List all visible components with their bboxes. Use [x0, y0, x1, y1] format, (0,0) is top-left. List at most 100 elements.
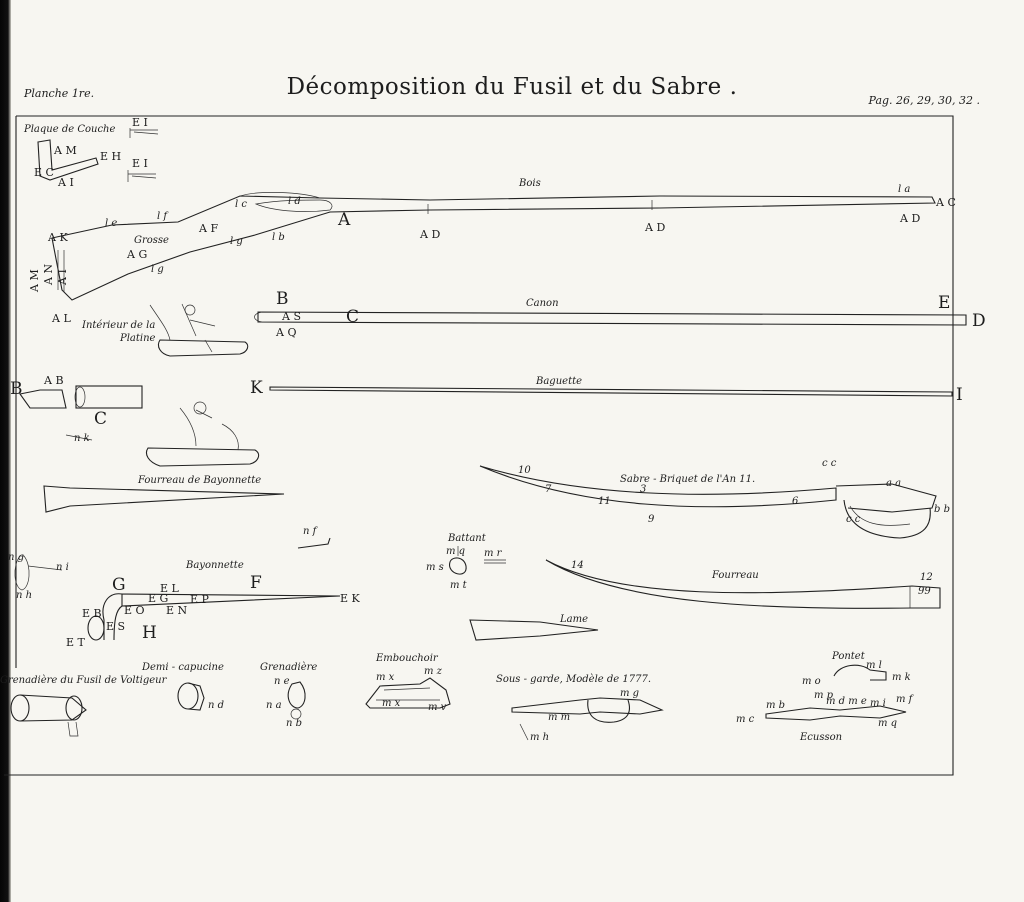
label-nh: n h: [16, 590, 32, 601]
label-al: A L: [51, 312, 71, 325]
caption-lame: Lame: [559, 614, 588, 625]
label-k: K: [250, 378, 263, 398]
label-n12: 12: [920, 572, 933, 583]
label-es: E S: [106, 620, 125, 633]
label-f: F: [250, 573, 262, 593]
label-ml: m l: [866, 660, 882, 671]
label-mg: m g: [620, 688, 639, 699]
label-c-2: C: [94, 409, 107, 429]
label-mdme: m d m e: [826, 696, 867, 707]
sling-swivel-drawing: [449, 546, 506, 575]
label-ep: E P: [190, 593, 210, 606]
caption-baionnette: Bayonnette: [185, 560, 244, 571]
label-ai: A I: [57, 176, 74, 189]
label-ld: l d: [288, 196, 301, 207]
caption-canon: Canon: [526, 298, 559, 309]
label-mc: m c: [736, 714, 755, 725]
label-mv: m v: [428, 702, 447, 713]
plate-title: Décomposition du Fusil et du Sabre .: [286, 74, 738, 100]
label-lg: l g: [230, 236, 243, 247]
label-mq: m q: [446, 546, 465, 557]
label-lg-2: l g: [151, 264, 164, 275]
label-n3: 3: [640, 484, 646, 495]
label-n14: 14: [571, 560, 584, 571]
label-mh: m h: [530, 732, 549, 743]
label-am: A M: [53, 144, 77, 157]
label-e: E: [938, 293, 950, 313]
label-n10: 10: [518, 465, 531, 476]
label-mt: m t: [450, 580, 468, 591]
label-eh: E H: [100, 150, 121, 163]
sabre-scabbard-drawing: [545, 559, 941, 609]
label-i: I: [956, 385, 963, 405]
label-lb: l b: [272, 232, 285, 243]
label-ni: n i: [56, 562, 69, 573]
musket-stock-drawing: [51, 192, 936, 301]
label-ad-1: A D: [419, 228, 440, 241]
label-ng: n g: [8, 552, 24, 563]
caption-platine: Platine: [119, 333, 156, 344]
pontet-escutcheon-drawing: [765, 664, 907, 721]
book-spine-edge: [0, 0, 11, 902]
bayonet-drawing: [14, 555, 341, 641]
label-mx: m x: [376, 672, 395, 683]
label-ms: m s: [426, 562, 444, 573]
bayonet-scabbard-drawing: [43, 485, 285, 513]
label-na: n a: [266, 700, 282, 711]
ramrod-drawing: [269, 386, 953, 397]
caption-bois: Bois: [518, 178, 541, 189]
label-ad-2: A D: [644, 221, 665, 234]
label-mb: m b: [766, 700, 785, 711]
label-n6: 6: [792, 496, 799, 507]
label-aa: a a: [886, 478, 901, 489]
label-cc-2: c c: [846, 514, 861, 525]
label-mp: m p: [814, 690, 834, 701]
label-mo: m o: [802, 676, 821, 687]
label-bb: b b: [934, 504, 950, 515]
label-aq: A Q: [275, 326, 296, 339]
caption-plaque-de-couche: Plaque de Couche: [23, 124, 115, 135]
plate-frame: [4, 115, 954, 776]
barrel-drawing: [254, 311, 967, 326]
caption-grenadiere: Grenadière: [260, 662, 317, 673]
label-mz: m z: [424, 666, 443, 677]
caption-sous-garde: Sous - garde, Modèle de 1777.: [496, 674, 651, 685]
label-n7: 7: [545, 484, 552, 495]
label-n11: 11: [598, 496, 611, 507]
label-mi: m i: [870, 698, 886, 709]
label-mk: m k: [892, 672, 911, 683]
label-ec: E C: [34, 166, 54, 179]
label-nk: n k: [74, 433, 90, 444]
caption-grenadiere-voltigeur: Grenadière du Fusil de Voltigeur: [0, 675, 168, 686]
label-en: E N: [166, 604, 188, 617]
label-ac: A C: [935, 196, 956, 209]
caption-interieur-platine: Intérieur de la: [81, 320, 155, 331]
label-an: A N: [42, 264, 55, 286]
grenadiere-drawing: [287, 681, 306, 720]
lock-interior-drawing: [149, 303, 249, 357]
caption-sabre-briquet: Sabre - Briquet de l'An 11.: [620, 474, 755, 485]
label-la: l a: [898, 184, 910, 195]
label-n99: 99: [918, 586, 931, 597]
label-ek: E K: [340, 592, 361, 605]
caption-baguette: Baguette: [535, 376, 582, 387]
lock-exterior-drawing: [145, 401, 260, 467]
label-el: E L: [160, 582, 180, 595]
label-a-lock: A: [337, 210, 351, 230]
caption-battant: Battant: [447, 533, 487, 544]
label-n9: 9: [648, 514, 655, 525]
label-eg: E G: [148, 592, 168, 605]
label-b-2: B: [10, 379, 23, 399]
breech-plug-drawing: [19, 385, 143, 441]
label-ak: A K: [47, 231, 68, 244]
butt-plate-drawing: [37, 128, 159, 182]
voltigeur-band-drawing: [10, 694, 87, 737]
demi-capucine-drawing: [177, 682, 205, 711]
label-g: G: [112, 575, 126, 595]
label-et: E T: [66, 636, 86, 649]
pin-drawing: [297, 537, 331, 549]
label-nf: n f: [303, 526, 319, 537]
label-le: l e: [105, 218, 117, 229]
caption-pontet: Pontet: [831, 651, 866, 662]
caption-embouchoir: Embouchoir: [375, 653, 439, 664]
